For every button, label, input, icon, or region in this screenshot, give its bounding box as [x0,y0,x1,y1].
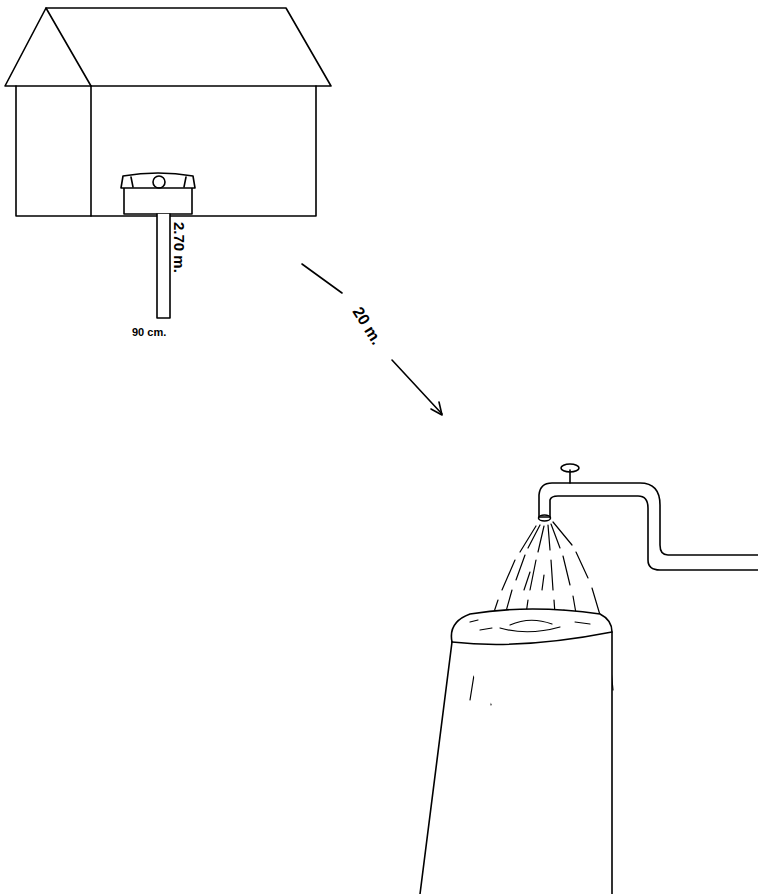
container-front-edge [452,632,612,644]
arrow-head [431,402,442,415]
tap [539,464,758,570]
tap-spout [539,515,551,521]
distance-arrow [302,264,442,415]
dimension-label: 20 m. [349,304,386,348]
tap-pipe [539,483,758,570]
arrow-line [302,264,342,293]
dimension-label: 2.70 m. [171,222,188,273]
vertical-pipe [157,214,170,318]
wall-corner [90,86,92,216]
tank-lid-edges [131,177,186,187]
stump-container [420,609,612,894]
water-surface [470,620,590,632]
gable-edge [46,8,91,86]
container-rim [451,609,612,894]
tank-body [124,188,192,214]
house [5,8,331,216]
house-roof [5,8,331,86]
water-tank [121,173,195,318]
house-walls [16,86,316,216]
tap-handle [561,464,579,472]
container-side [420,642,452,894]
tank-lid [121,173,195,188]
arrow-line [392,360,442,414]
tank-hatch [153,176,165,188]
dimension-label: 90 cm. [132,326,166,338]
